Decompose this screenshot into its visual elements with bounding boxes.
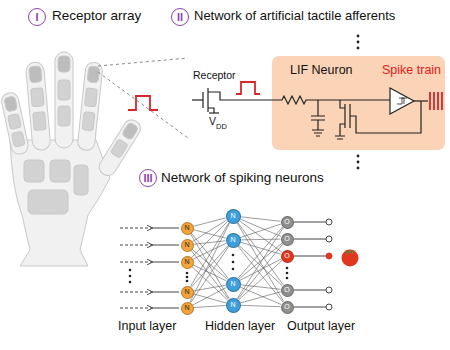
synapse-line	[193, 241, 225, 244]
section-title: Network of artificial tactile afferents	[194, 9, 395, 23]
section-number: I	[28, 8, 46, 26]
receptor-transistor	[192, 88, 272, 113]
section-title: Receptor array	[52, 9, 141, 24]
synapse-line	[238, 244, 283, 299]
section-numeral: I	[35, 11, 38, 23]
neuron-circle: N	[181, 256, 194, 269]
neuron-letter: N	[184, 304, 189, 312]
neuron-circle: N	[181, 222, 194, 235]
neuron-letter: N	[230, 280, 235, 288]
synapse-line	[239, 260, 283, 300]
synapse-line	[193, 287, 227, 305]
neuron-letter: N	[184, 241, 189, 249]
synapse-line	[193, 218, 225, 226]
neuron-letter: O	[284, 286, 289, 294]
synapse-line	[240, 305, 280, 306]
neuron-letter: O	[284, 303, 289, 311]
synapse-line	[240, 292, 281, 303]
synapse-line	[240, 259, 282, 281]
synapse-line	[191, 246, 229, 302]
neuron-letter: N	[230, 212, 235, 220]
tomato-icon	[342, 249, 359, 267]
spike-train	[430, 92, 442, 110]
section-numeral: II	[177, 11, 183, 23]
section-number: III	[139, 169, 157, 187]
synapse-line	[193, 243, 226, 259]
neuron-letter: N	[230, 236, 235, 244]
neuron-letter: O	[284, 235, 289, 243]
synapse-line	[190, 223, 230, 302]
neuron-letter: N	[184, 224, 189, 232]
synapse-line	[238, 246, 283, 302]
synapse-line	[193, 294, 226, 303]
panel-label: LIF Neuron	[290, 64, 353, 78]
synapse-line	[240, 217, 280, 221]
neuron-circle: O	[281, 284, 294, 297]
synapse-line	[237, 227, 283, 298]
neuron-circle: N	[181, 239, 194, 252]
neuron-letter: N	[230, 301, 235, 309]
synapse-line	[191, 246, 228, 288]
component-label: Receptor	[193, 70, 236, 82]
neuron-circle: N	[226, 277, 241, 292]
lif-circuit	[272, 88, 428, 139]
neuron-circle: N	[226, 209, 241, 224]
section-number: II	[171, 8, 189, 26]
neuron-letter: O	[284, 252, 289, 260]
synapse-line	[237, 222, 284, 301]
neuron-circle: N	[181, 286, 194, 299]
section-title: Network of spiking neurons	[161, 171, 324, 186]
hand-illustration	[0, 52, 143, 266]
neuron-circle: O	[281, 250, 294, 263]
neuron-letter: O	[284, 218, 289, 226]
neuron-circle: N	[181, 302, 194, 315]
synapse-line	[193, 305, 225, 307]
synapse-line	[237, 222, 283, 285]
neuron-circle: N	[226, 233, 241, 248]
supply-label: V	[209, 116, 216, 128]
neuron-circle: O	[281, 301, 294, 314]
zoom-line	[98, 58, 188, 138]
lif-panel	[272, 56, 445, 150]
lif-neuron-panel: LIF Neuron Spike train	[272, 56, 445, 150]
output-terminals	[294, 219, 332, 310]
synapse-line	[240, 287, 281, 305]
layer-label: Hidden layer	[205, 320, 275, 334]
neuron-circle: O	[281, 216, 294, 229]
synapse-line	[193, 265, 226, 281]
output-pulse	[236, 82, 260, 94]
layer-label: Output layer	[287, 320, 355, 334]
neuron-letter: N	[184, 258, 189, 266]
layer-label: Input layer	[118, 320, 176, 334]
input-pulse	[128, 96, 158, 110]
neuron-circle: O	[281, 233, 294, 246]
synapse-line	[240, 224, 281, 238]
synapse-line	[239, 243, 282, 279]
neuron-letter: N	[184, 288, 189, 296]
section-numeral: III	[143, 172, 152, 184]
panel-label: Spike train	[382, 64, 441, 78]
synapse-line	[239, 245, 283, 285]
supply-subscript: DD	[216, 123, 227, 131]
input-arrows	[120, 228, 179, 308]
ellipsis-dots	[129, 35, 360, 284]
neuron-circle: N	[226, 298, 241, 313]
synapse-line	[239, 220, 282, 252]
synapse-line	[240, 239, 280, 241]
